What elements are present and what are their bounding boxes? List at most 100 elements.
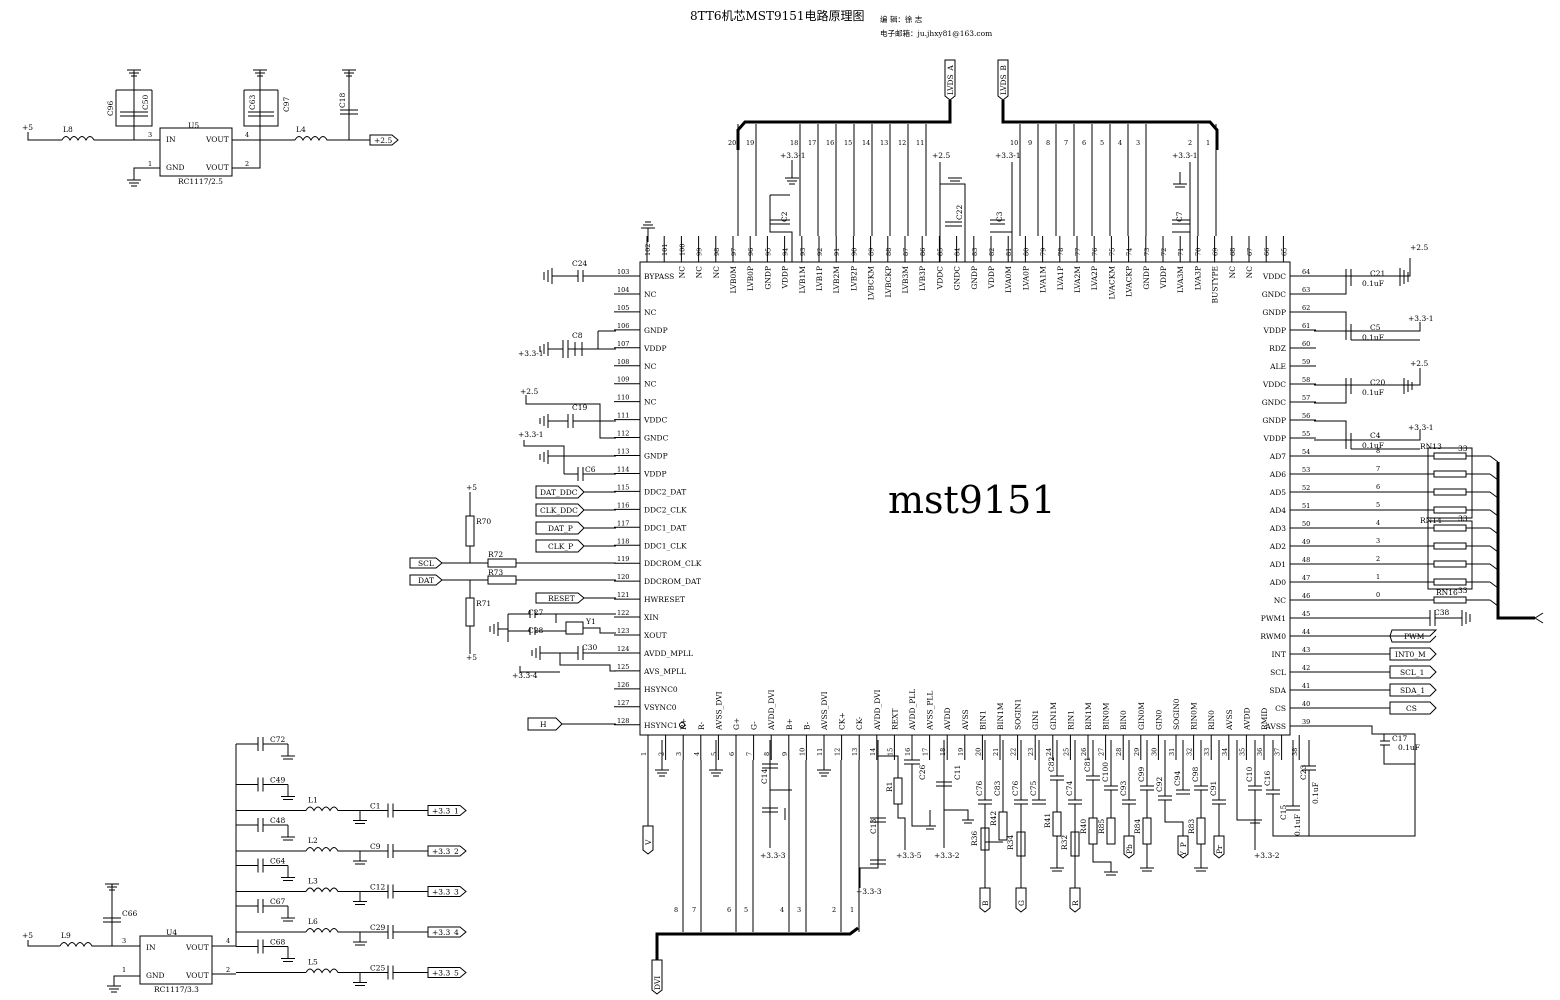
pin-label: LVACKP [1125,266,1134,297]
scl-label: SCL [418,559,434,568]
c2-supply-label: +3.3-1 [780,151,806,160]
pin-number: 8 [763,752,771,756]
regulator-u5: +5 L8 U5 IN GND VOUT VOUT RC1117/2.5 3 1… [22,69,399,187]
pin-number: 48 [1302,556,1310,564]
top-decoupling: +3.3-1 C2 +2.5 C22 +3.3-1 C3 +3.3-1 C7 [641,151,1198,262]
pin-label: INT [1271,650,1286,659]
pin-number: 63 [1302,286,1310,294]
bus-tap-number: 12 [898,139,906,147]
pin-number: 32 [1186,748,1194,756]
dvi-label: DVI [653,976,662,990]
h-label: H [540,720,547,729]
pin-label: RWM0 [1260,632,1286,641]
pin-number: 43 [1302,646,1310,654]
rn-resistor [1433,524,1467,532]
y1-label: Y1 [585,617,596,626]
pin-label: R- [697,721,706,730]
pin-number: 51 [1302,502,1310,510]
u5-supply-out: +2.5 [374,136,392,145]
pin-label: AVSS_DVI [820,691,829,731]
pin-number: 55 [1302,430,1310,438]
rail-inductor [305,887,378,893]
cs-flag [1314,701,1437,715]
pin-label: VDDP [1159,266,1168,290]
rail-cap-b-label: C29 [370,923,386,932]
pin-number: 15 [886,748,894,756]
u4-pin-num-gnd: 1 [122,966,126,974]
pin-label: LVBCKP [884,266,893,298]
chip-right-pins: 64VDDC63GNDC62GNDP61VDDP60RDZ59ALE58VDDC… [1260,268,1316,731]
pin-label: HSYNC1 [644,721,678,730]
pin-number: 24 [1045,748,1053,756]
pin-number: 102 [644,244,652,256]
c22-label: C22 [955,204,964,220]
pwm-flag [1314,629,1438,643]
pin-number: 30 [1150,748,1158,756]
g-input-net [1014,740,1028,913]
rail-cap-a-label: C49 [270,776,286,785]
pin-number: 46 [1302,592,1310,600]
c10-net [1236,740,1262,850]
h-flag [527,717,616,731]
rail-inductor-label: L1 [308,796,318,805]
pin-number: 99 [696,248,704,256]
u4-gnd-pin: GND [146,971,165,980]
pin-number: 105 [617,304,629,312]
u5-pin-num-vout2: 2 [245,160,249,168]
pin-label: VDDC [643,416,667,425]
pin-label: GNDC [1262,290,1287,299]
c26-label: C26 [918,764,927,780]
pin-label: RIN1M [1084,702,1093,730]
pb-input-net [1122,740,1136,859]
pin-label: XOUT [644,631,667,640]
pin-number: 74 [1126,248,1134,256]
pin-label: VDDP [643,344,667,353]
c28-label: C28 [528,626,544,635]
pin-label: NC [644,398,657,407]
bus-tap-number: 1 [1206,139,1210,147]
rn13-outline [1427,447,1473,519]
u5-supply-in: +5 [22,123,33,132]
pin11-ground [817,740,831,777]
pin-label: GIN0M [1137,702,1146,730]
pin-label: NC [644,362,657,371]
rail-cap-a-label: C64 [270,857,286,866]
right-circuitry: C21 0.1uF +2.5 C5 0.1uF +3.3-1 C20 0.1uF… [1302,243,1544,837]
bus-tap-number: 16 [826,139,834,147]
u4-pin-num-in: 3 [122,937,126,945]
rn-resistor [1433,488,1467,496]
u5-output-caps [243,89,279,127]
pin-number: 59 [1302,358,1310,366]
pin-label: GNDC [1262,398,1287,407]
u4-vout-pin-1: VOUT [185,943,209,952]
plus-2v5-flag [369,134,399,146]
c30-net [519,646,616,673]
pin-number: 13 [851,748,859,756]
u5-in-pin: IN [166,135,176,144]
pin-number: 31 [1168,748,1176,756]
dat-label: DAT [418,576,434,585]
c5-net [1314,311,1421,341]
pin-label: LVB0M [729,266,738,294]
rn14-label: RN14 [1420,516,1442,525]
pin-number: 109 [617,376,629,384]
bus-tap-number: 5 [1100,139,1104,147]
pin-label: PWM1 [1261,614,1286,623]
c99-r84-net [1140,740,1154,872]
c20-label: C20 [1370,378,1386,387]
clk-p-label: CLK_P [548,542,573,551]
pin-label: LVB2P [849,266,858,291]
pin-number: 57 [1302,394,1310,402]
c15-label: C15 [1279,804,1288,820]
pin-number: 52 [1302,484,1310,492]
bus-tap-number: 14 [862,139,870,147]
rn-pin-number: 7 [1376,465,1380,473]
c74-label: C74 [1065,780,1074,796]
pin-label: RDZ [1269,344,1286,353]
u5-vout-pin-2: VOUT [205,163,229,172]
pin-number: 124 [617,645,629,653]
c50-label: C50 [141,94,150,110]
g-label: G [1017,900,1026,906]
regulator-u4: +5 L9 U4 IN GND VOUT VOUT RC1117/3.3 3 1… [22,735,467,994]
pin-label: GIN0 [1154,709,1163,730]
